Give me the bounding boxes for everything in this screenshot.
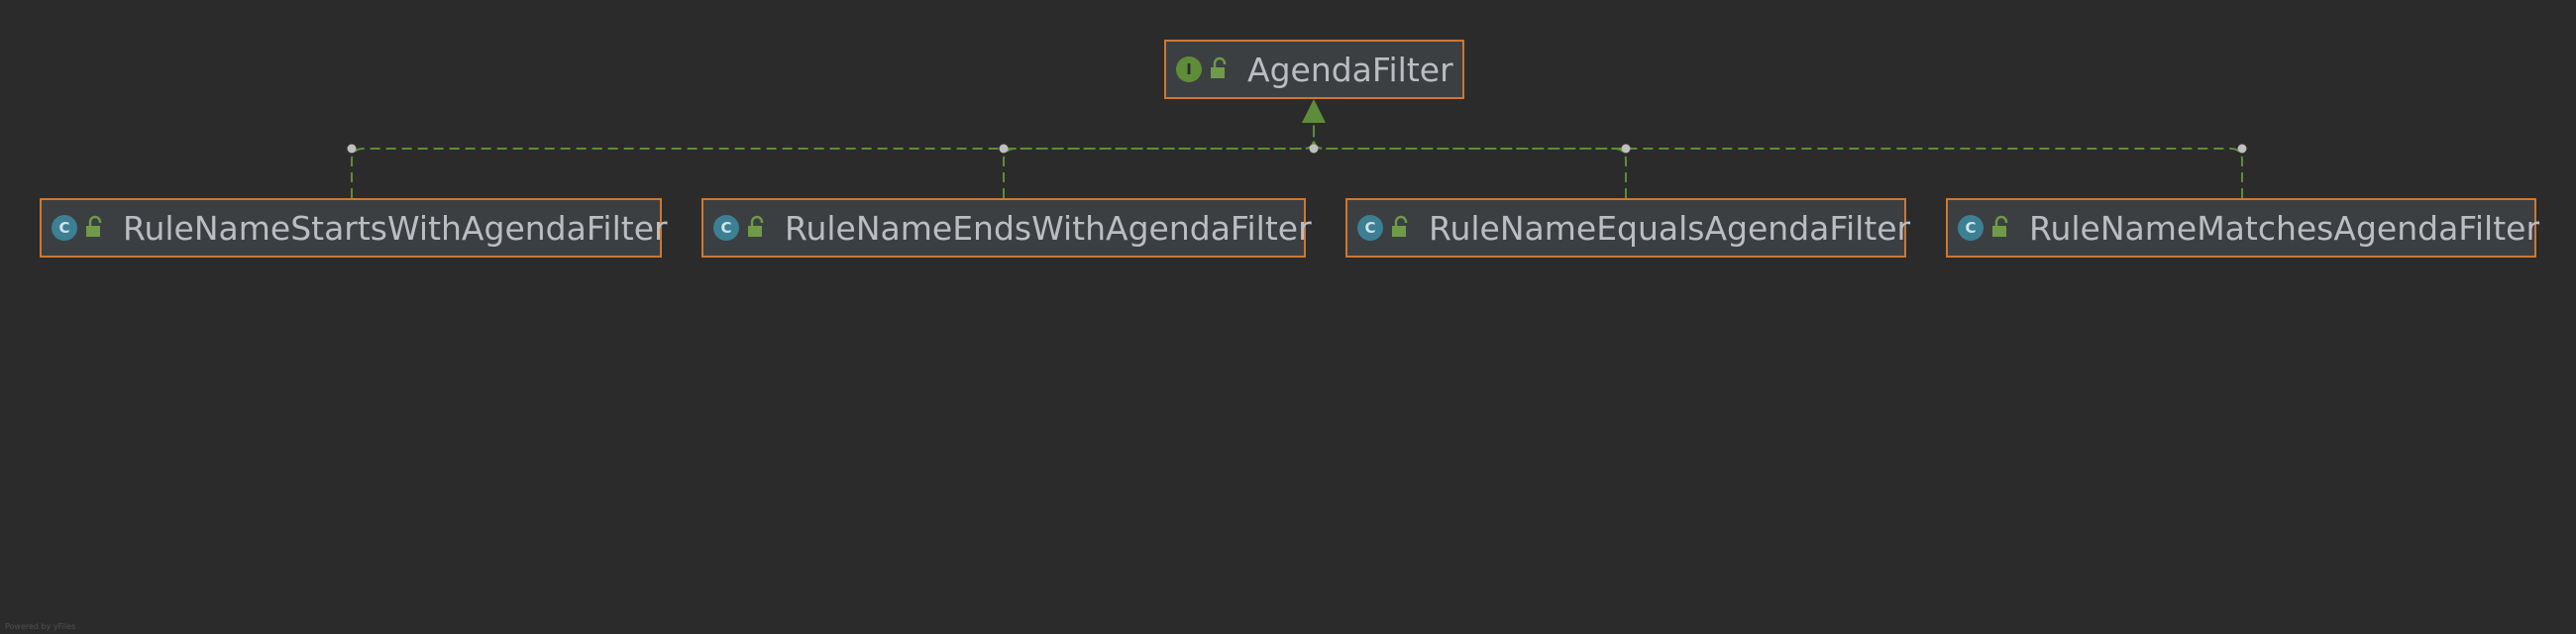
interface-icon: I bbox=[1176, 56, 1202, 82]
node-label-agendafilter: AgendaFilter bbox=[1247, 50, 1453, 89]
edge-equals bbox=[1313, 121, 1627, 198]
unlocked-public-icon bbox=[1211, 56, 1227, 78]
powered-by-footer: Powered by yFiles bbox=[5, 622, 76, 631]
edge-joint bbox=[1309, 144, 1319, 154]
edge-joint bbox=[1621, 144, 1631, 154]
unlocked-public-icon bbox=[1392, 215, 1408, 237]
edge-matches bbox=[1313, 121, 2243, 198]
class-node-rulenamematchesagendafilter[interactable]: C RuleNameMatchesAgendaFilter bbox=[1946, 198, 2540, 258]
edge-joint bbox=[347, 144, 357, 154]
class-icon: C bbox=[1357, 215, 1383, 241]
class-icon: C bbox=[52, 215, 77, 241]
realization-arrowhead bbox=[1302, 99, 1326, 123]
class-node-rulenameendswithagendafilter[interactable]: C RuleNameEndsWithAgendaFilter bbox=[701, 198, 1312, 258]
node-label-rulenameequalsagendafilter: RuleNameEqualsAgendaFilter bbox=[1429, 208, 1911, 248]
unlocked-public-icon bbox=[1992, 215, 2008, 237]
node-label-rulenamematchesagendafilter: RuleNameMatchesAgendaFilter bbox=[2029, 208, 2540, 248]
class-node-rulenamestartswithagendafilter[interactable]: C RuleNameStartsWithAgendaFilter bbox=[40, 198, 668, 258]
class-icon: C bbox=[713, 215, 739, 241]
node-label-rulenameendswithagendafilter: RuleNameEndsWithAgendaFilter bbox=[785, 208, 1312, 248]
edge-joint bbox=[2237, 144, 2247, 154]
class-icon: C bbox=[1958, 215, 1984, 241]
unlocked-public-icon bbox=[748, 215, 764, 237]
edge-ends-with bbox=[1003, 121, 1315, 198]
interface-node-agendafilter[interactable]: I AgendaFilter bbox=[1164, 40, 1464, 99]
node-label-rulenamestartswithagendafilter: RuleNameStartsWithAgendaFilter bbox=[123, 208, 668, 248]
edge-starts-with bbox=[351, 121, 1315, 198]
class-node-rulenameequalsagendafilter[interactable]: C RuleNameEqualsAgendaFilter bbox=[1345, 198, 1910, 258]
unlocked-public-icon bbox=[86, 215, 102, 237]
edge-joint bbox=[999, 144, 1009, 154]
